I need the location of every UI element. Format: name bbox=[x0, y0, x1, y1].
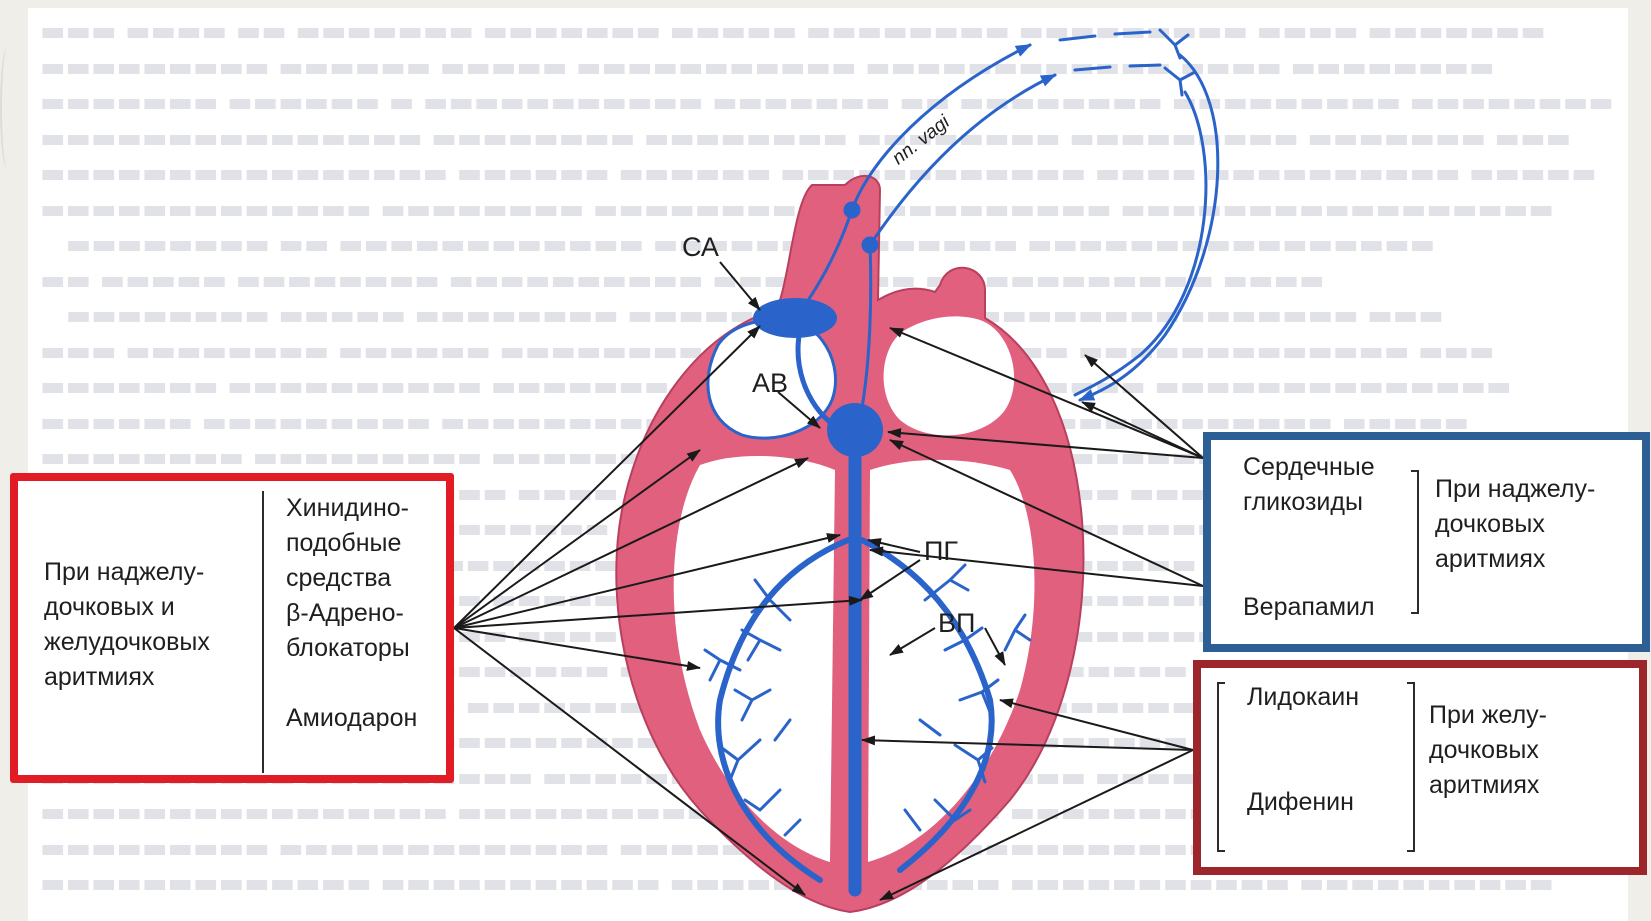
right-bottom-drug-line-3 bbox=[1247, 750, 1359, 785]
right-top-drug-line-4 bbox=[1243, 555, 1375, 590]
right-bottom-left-brace bbox=[1217, 682, 1225, 852]
left-indication-line-2: дочковых и bbox=[44, 590, 210, 625]
left-drug-line-5: блокаторы bbox=[286, 631, 417, 666]
right-bottom-drug-box: Лидокаин Дифенин При желу- дочковых арит… bbox=[1193, 660, 1647, 875]
right-bottom-drug-line-1: Лидокаин bbox=[1247, 680, 1359, 715]
right-bottom-indication-line-1: При желу- bbox=[1429, 698, 1547, 733]
left-box-drugs: Хинидино- подобные средства β-Адрено- бл… bbox=[286, 491, 417, 736]
purkinje-fibers-label: ВП bbox=[938, 608, 975, 639]
left-drug-line-2: подобные bbox=[286, 526, 417, 561]
right-top-drug-line-3 bbox=[1243, 520, 1375, 555]
right-bottom-right-brace bbox=[1407, 682, 1415, 852]
left-drug-line-7: Амиодарон bbox=[286, 701, 417, 736]
left-box-indication: При наджелу- дочковых и желудочковых ари… bbox=[44, 555, 210, 695]
right-bottom-indication: При желу- дочковых аритмиях bbox=[1429, 698, 1547, 803]
right-top-indication: При наджелу- дочковых аритмиях bbox=[1435, 472, 1595, 577]
left-drug-line-1: Хинидино- bbox=[286, 491, 417, 526]
sa-node-label: СА bbox=[682, 232, 719, 263]
right-top-indication-line-3: аритмиях bbox=[1435, 542, 1595, 577]
right-top-drug-line-1: Сердечные bbox=[1243, 450, 1375, 485]
right-bottom-drugs: Лидокаин Дифенин bbox=[1247, 680, 1359, 820]
right-top-brace bbox=[1411, 470, 1419, 614]
left-drug-line-6 bbox=[286, 666, 417, 701]
right-bottom-indication-line-3: аритмиях bbox=[1429, 768, 1547, 803]
left-drug-line-3: средства bbox=[286, 561, 417, 596]
left-indication-line-4: аритмиях bbox=[44, 660, 210, 695]
left-indication-line-3: желудочковых bbox=[44, 625, 210, 660]
right-top-drug-line-2: гликозиды bbox=[1243, 485, 1375, 520]
left-drug-line-4: β-Адрено- bbox=[286, 596, 417, 631]
right-bottom-indication-line-2: дочковых bbox=[1429, 733, 1547, 768]
left-box-divider bbox=[262, 491, 264, 773]
right-top-indication-line-1: При наджелу- bbox=[1435, 472, 1595, 507]
left-drug-box: При наджелу- дочковых и желудочковых ари… bbox=[10, 473, 454, 783]
his-bundle-label: ПГ bbox=[924, 536, 958, 567]
right-top-drug-line-5: Верапамил bbox=[1243, 590, 1375, 625]
right-top-drug-box: Сердечные гликозиды Верапамил При наджел… bbox=[1203, 432, 1650, 652]
right-top-indication-line-2: дочковых bbox=[1435, 507, 1595, 542]
right-bottom-drug-line-4: Дифенин bbox=[1247, 785, 1359, 820]
left-indication-line-1: При наджелу- bbox=[44, 555, 210, 590]
right-top-drugs: Сердечные гликозиды Верапамил bbox=[1243, 450, 1375, 625]
right-bottom-drug-line-2 bbox=[1247, 715, 1359, 750]
av-node-label: АВ bbox=[752, 368, 788, 399]
